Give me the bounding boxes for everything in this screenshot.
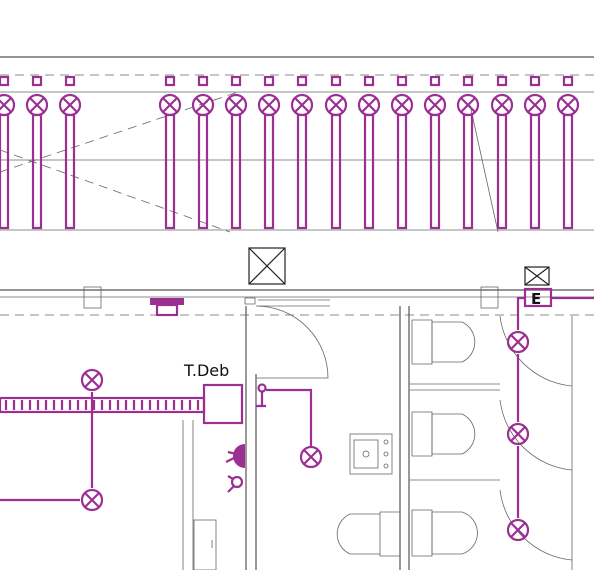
light-fixture-icon bbox=[80, 368, 104, 392]
fluorescent-tube-icon bbox=[58, 75, 82, 230]
toilet-icon bbox=[336, 511, 400, 557]
light-fixture-icon bbox=[390, 93, 414, 117]
fluorescent-tube-icon bbox=[0, 75, 16, 230]
light-fixture-icon bbox=[257, 93, 281, 117]
light-fixture-icon bbox=[158, 93, 182, 117]
corridor-walls bbox=[0, 286, 594, 316]
light-fixture-icon bbox=[0, 93, 16, 117]
fluorescent-tube-icon bbox=[523, 75, 547, 230]
light-fixtures bbox=[80, 330, 530, 542]
light-fixture-icon bbox=[357, 93, 381, 117]
shaft-icon bbox=[524, 266, 550, 286]
fluorescent-tube-icon bbox=[556, 75, 580, 230]
wiring-left bbox=[0, 392, 94, 502]
panel-label: T.Deb bbox=[183, 361, 229, 380]
light-fixture-icon bbox=[523, 93, 547, 117]
light-fixture-icon bbox=[456, 93, 480, 117]
wall-device-icon bbox=[225, 444, 245, 493]
cable-tray bbox=[0, 396, 206, 414]
light-fixture-icon bbox=[299, 445, 323, 469]
toilet-icon bbox=[411, 411, 476, 457]
light-fixture-icon bbox=[224, 93, 248, 117]
light-fixture-icon bbox=[506, 422, 530, 446]
light-fixture-icon bbox=[80, 488, 104, 512]
sink-icon bbox=[349, 433, 393, 475]
light-fixture-icon bbox=[191, 93, 215, 117]
toilet-icon bbox=[411, 509, 478, 557]
fluorescent-tube-icon bbox=[490, 75, 514, 230]
distribution-panel bbox=[202, 383, 244, 425]
fluorescent-tube-icon bbox=[390, 75, 414, 230]
switch-icon bbox=[256, 383, 313, 446]
light-fixture-icon bbox=[324, 93, 348, 117]
fluorescent-tube-icon bbox=[191, 75, 215, 230]
fluorescent-tube-icon bbox=[423, 75, 447, 230]
toilet-icon bbox=[411, 319, 476, 365]
diagonal-guides bbox=[0, 91, 499, 233]
fixture-row bbox=[0, 75, 580, 230]
light-fixture-icon bbox=[58, 93, 82, 117]
wall-device-icon bbox=[150, 298, 184, 317]
fluorescent-tube-icon bbox=[158, 75, 182, 230]
interior-walls bbox=[182, 305, 410, 570]
light-fixture-icon bbox=[25, 93, 49, 117]
emergency-label: E bbox=[531, 290, 541, 308]
light-fixture-icon bbox=[556, 93, 580, 117]
fluorescent-tube-icon bbox=[257, 75, 281, 230]
fluorescent-tube-icon bbox=[290, 75, 314, 230]
fluorescent-tube-icon bbox=[25, 75, 49, 230]
fluorescent-tube-icon bbox=[324, 75, 348, 230]
fluorescent-tube-icon bbox=[357, 75, 381, 230]
toilet-stalls bbox=[410, 315, 573, 570]
light-fixture-icon bbox=[290, 93, 314, 117]
fluorescent-tube-icon bbox=[456, 75, 480, 230]
emergency-light-icon bbox=[516, 287, 594, 518]
light-fixture-icon bbox=[506, 330, 530, 354]
fluorescent-tube-icon bbox=[224, 75, 248, 230]
light-fixture-icon bbox=[506, 518, 530, 542]
light-fixture-icon bbox=[490, 93, 514, 117]
light-fixture-icon bbox=[423, 93, 447, 117]
shaft-icon bbox=[248, 247, 286, 285]
